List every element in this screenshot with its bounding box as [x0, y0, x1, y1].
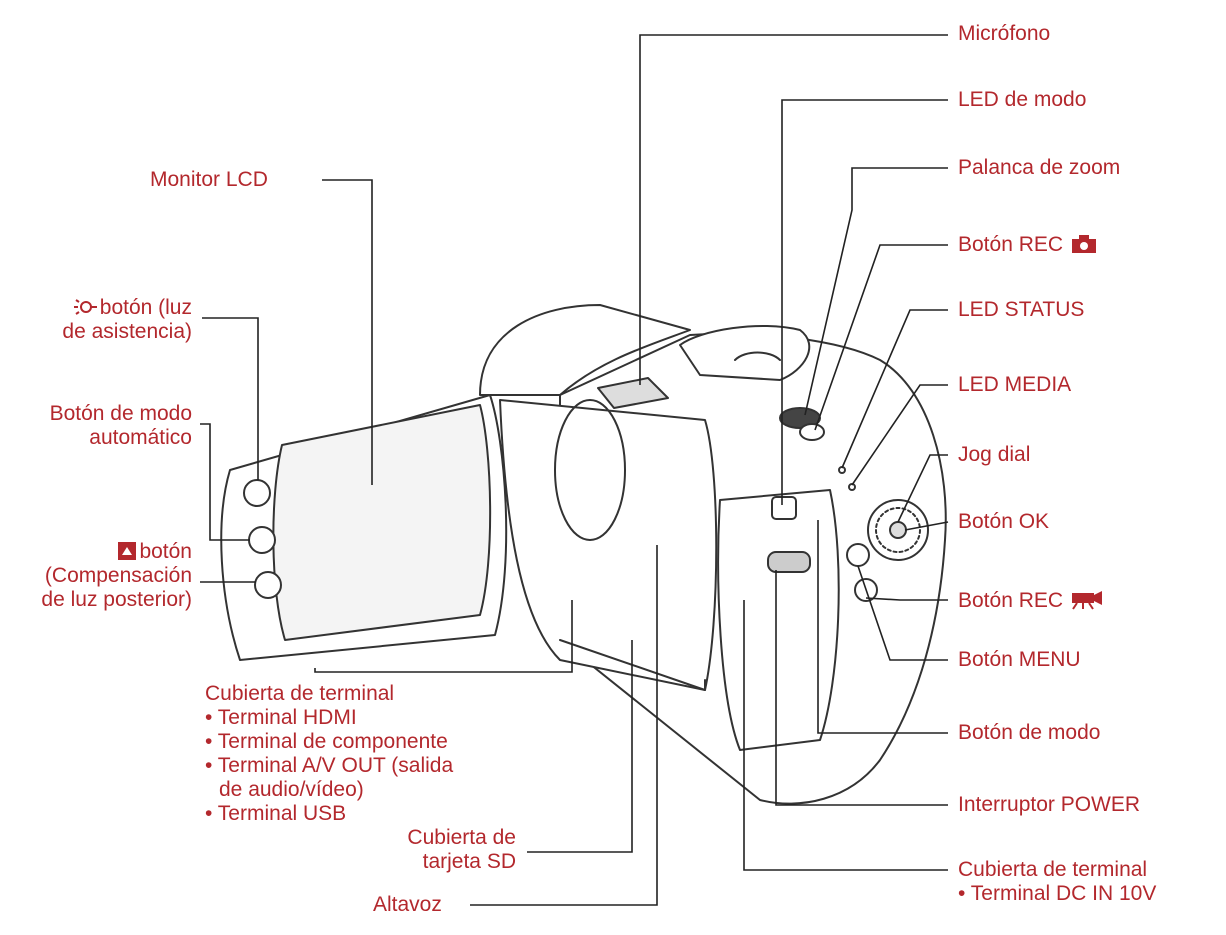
assist-light-icon [72, 297, 98, 317]
rec-photo-button [800, 424, 824, 440]
label-luz-asistencia-line1: botón (luz [30, 296, 192, 320]
backlight-button [255, 572, 281, 598]
label-compensacion: botón (Compensación de luz posterior) [0, 540, 192, 612]
label-palanca-zoom: Palanca de zoom [958, 156, 1120, 180]
label-led-media: LED MEDIA [958, 373, 1071, 397]
rear-panel [718, 490, 839, 750]
label-compensacion-text: botón [139, 540, 192, 563]
rec-video-button [847, 544, 869, 566]
label-cubierta-terminal-title: Cubierta de terminal [205, 682, 453, 706]
label-cubierta-dc: Cubierta de terminal • Terminal DC IN 10… [958, 858, 1156, 906]
label-boton-rec-foto-text: Botón REC [958, 233, 1063, 256]
label-altavoz: Altavoz [373, 893, 442, 917]
label-boton-rec-video-text: Botón REC [958, 589, 1063, 612]
label-tarjeta-sd: Cubierta de tarjeta SD [320, 826, 516, 874]
label-boton-menu: Botón MENU [958, 648, 1081, 672]
movie-camera-icon [1071, 588, 1105, 610]
label-cubierta-terminal-item-4: • Terminal USB [205, 802, 453, 826]
label-cubierta-terminal-item-0: • Terminal HDMI [205, 706, 453, 730]
label-boton-rec-video: Botón REC [958, 588, 1107, 613]
ok-button-shape [890, 522, 906, 538]
label-cubierta-dc-item: • Terminal DC IN 10V [958, 882, 1156, 906]
label-jog-dial: Jog dial [958, 443, 1030, 467]
label-cubierta-terminal-item-2: • Terminal A/V OUT (salida [205, 754, 453, 778]
lcd-recess [500, 400, 716, 690]
label-luz-asistencia-line2: de asistencia) [30, 320, 192, 344]
label-boton-rec-foto: Botón REC [958, 233, 1099, 257]
camera-icon [1071, 234, 1097, 254]
label-modo-auto: Botón de modo automático [10, 402, 192, 450]
label-cubierta-terminal: Cubierta de terminal • Terminal HDMI • T… [205, 682, 453, 826]
label-microfono: Micrófono [958, 22, 1050, 46]
auto-mode-button [249, 527, 275, 553]
label-interruptor-power: Interruptor POWER [958, 793, 1140, 817]
label-cubierta-terminal-item-1: • Terminal de componente [205, 730, 453, 754]
label-tarjeta-sd-line2: tarjeta SD [320, 850, 516, 874]
label-led-modo: LED de modo [958, 88, 1086, 112]
label-modo-auto-line1: Botón de modo [10, 402, 192, 426]
label-compensacion-line3: de luz posterior) [0, 588, 192, 612]
label-compensacion-line2: (Compensación [0, 564, 192, 588]
label-boton-modo: Botón de modo [958, 721, 1100, 745]
label-luz-asistencia: botón (luz de asistencia) [30, 296, 192, 344]
label-cubierta-terminal-item-3: de audio/vídeo) [205, 778, 453, 802]
lcd-screen [273, 405, 490, 640]
backlight-icon [117, 541, 137, 561]
label-tarjeta-sd-line1: Cubierta de [320, 826, 516, 850]
label-luz-asistencia-text: botón (luz [100, 296, 192, 319]
label-cubierta-dc-title: Cubierta de terminal [958, 858, 1156, 882]
power-switch-shape [768, 552, 810, 572]
label-compensacion-line1: botón [0, 540, 192, 564]
label-led-status: LED STATUS [958, 298, 1084, 322]
label-boton-ok: Botón OK [958, 510, 1049, 534]
label-modo-auto-line2: automático [10, 426, 192, 450]
label-monitor-lcd: Monitor LCD [150, 168, 268, 192]
assist-light-button [244, 480, 270, 506]
